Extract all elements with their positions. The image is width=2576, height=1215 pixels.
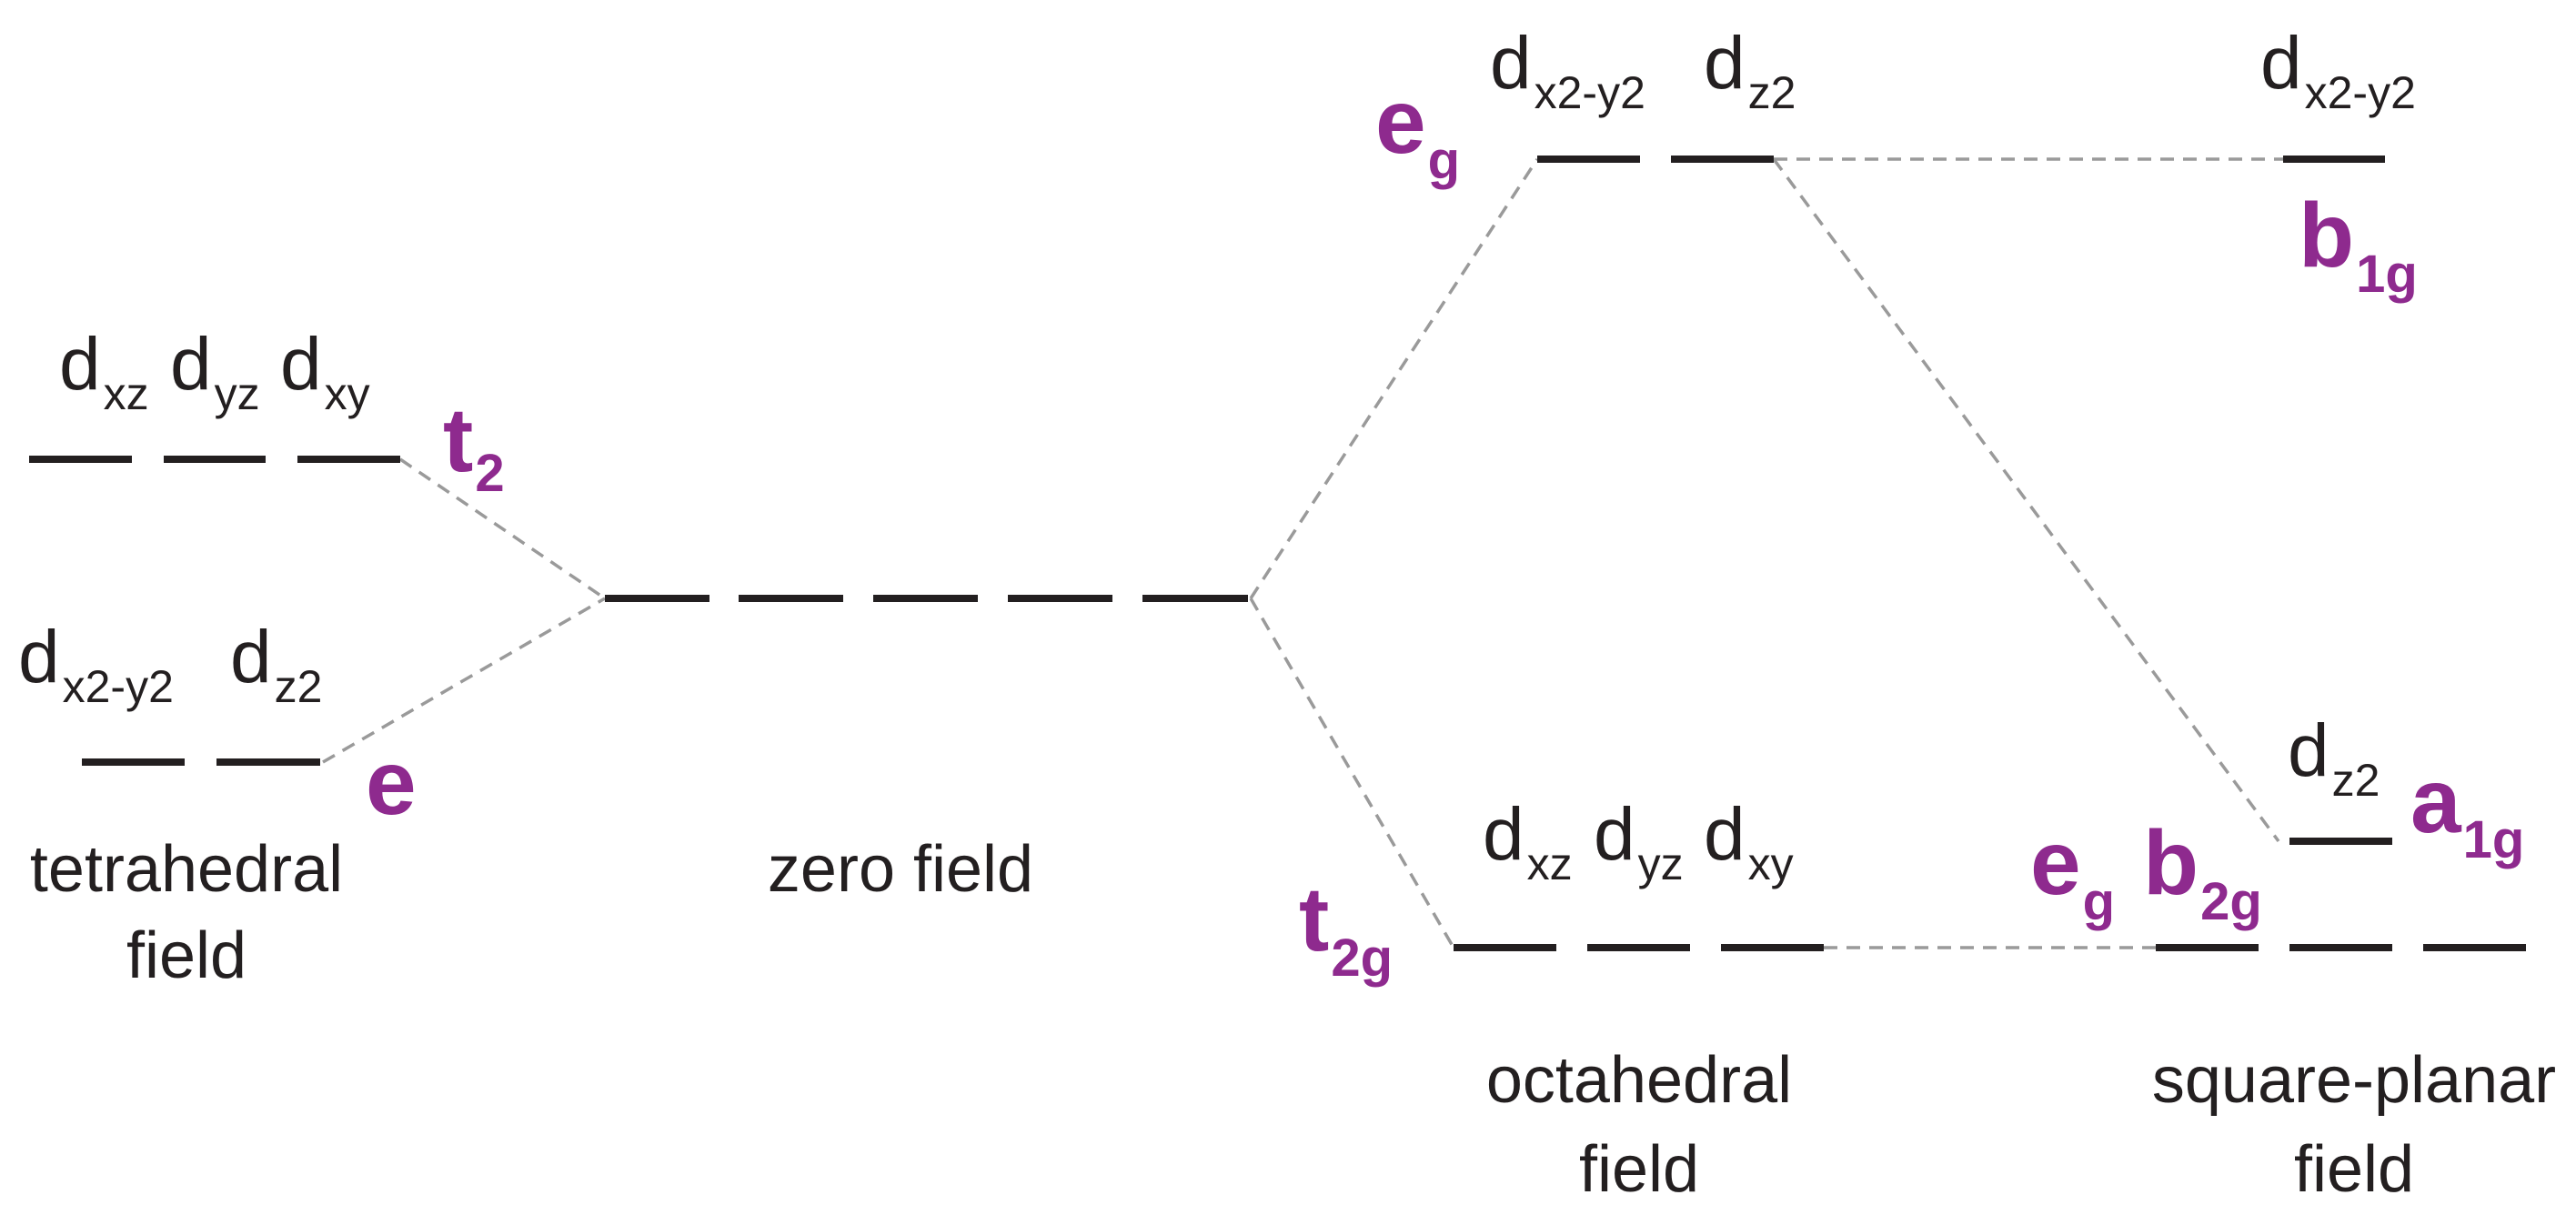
field-label-zero: zero field (768, 833, 1033, 906)
connector-zero-to-t2g (1249, 597, 1455, 949)
field-label-square-planar: square-planar (2152, 1044, 2556, 1117)
symmetry-labels: t2 e eg t2g b1g a1g eg b2g (366, 71, 2524, 988)
label-octa-dyz: dyz (1594, 793, 1684, 889)
connector-zero-to-eg (1249, 158, 1539, 599)
symmetry-e-tetra: e (366, 732, 417, 834)
field-label-octahedral: octahedral (1486, 1044, 1792, 1117)
label-sq-dx2y2: dx2-y2 (2260, 22, 2416, 118)
label-octa-dz2: dz2 (1704, 22, 1796, 118)
symmetry-a1g: a1g (2410, 750, 2524, 869)
label-tetra-dyz: dyz (170, 323, 260, 419)
tetrahedral-orbital-labels: dxz dyz dxy dx2-y2 dz2 (18, 323, 370, 712)
connector-e-to-zero (322, 597, 606, 764)
octahedral-levels (1454, 156, 1824, 951)
square-planar-levels (2156, 156, 2526, 951)
symmetry-t2g: t2g (1299, 869, 1393, 988)
square-planar-orbital-labels: dx2-y2 dz2 (2260, 22, 2416, 806)
field-labels: tetrahedral field zero field octahedral … (30, 833, 2556, 1206)
symmetry-t2: t2 (443, 389, 505, 503)
connector-lines (322, 157, 2283, 949)
label-tetra-dx2y2: dx2-y2 (18, 616, 174, 712)
label-octa-dxz: dxz (1483, 793, 1573, 889)
label-sq-dz2: dz2 (2288, 709, 2380, 806)
label-tetra-dxy: dxy (280, 323, 370, 419)
symmetry-eg-octa: eg (1375, 71, 1460, 190)
field-label-tetrahedral-2: field (126, 919, 247, 992)
label-tetra-dxz: dxz (59, 323, 149, 419)
field-label-square-planar-2: field (2294, 1133, 2414, 1206)
octahedral-orbital-labels: dx2-y2 dz2 dxz dyz dxy (1483, 22, 1796, 889)
label-octa-dx2y2: dx2-y2 (1490, 22, 1645, 118)
label-tetra-dz2: dz2 (230, 616, 322, 712)
symmetry-b2g: b2g (2143, 812, 2262, 931)
field-label-octahedral-2: field (1579, 1133, 1699, 1206)
label-octa-dxy: dxy (1704, 793, 1794, 889)
field-label-tetrahedral: tetrahedral (30, 833, 343, 906)
symmetry-eg-square-planar: eg (2030, 812, 2115, 931)
symmetry-b1g: b1g (2299, 185, 2418, 304)
tetrahedral-levels (29, 456, 400, 766)
connector-t2-to-zero (399, 457, 606, 600)
connector-eg-to-a1g (1772, 157, 2280, 843)
